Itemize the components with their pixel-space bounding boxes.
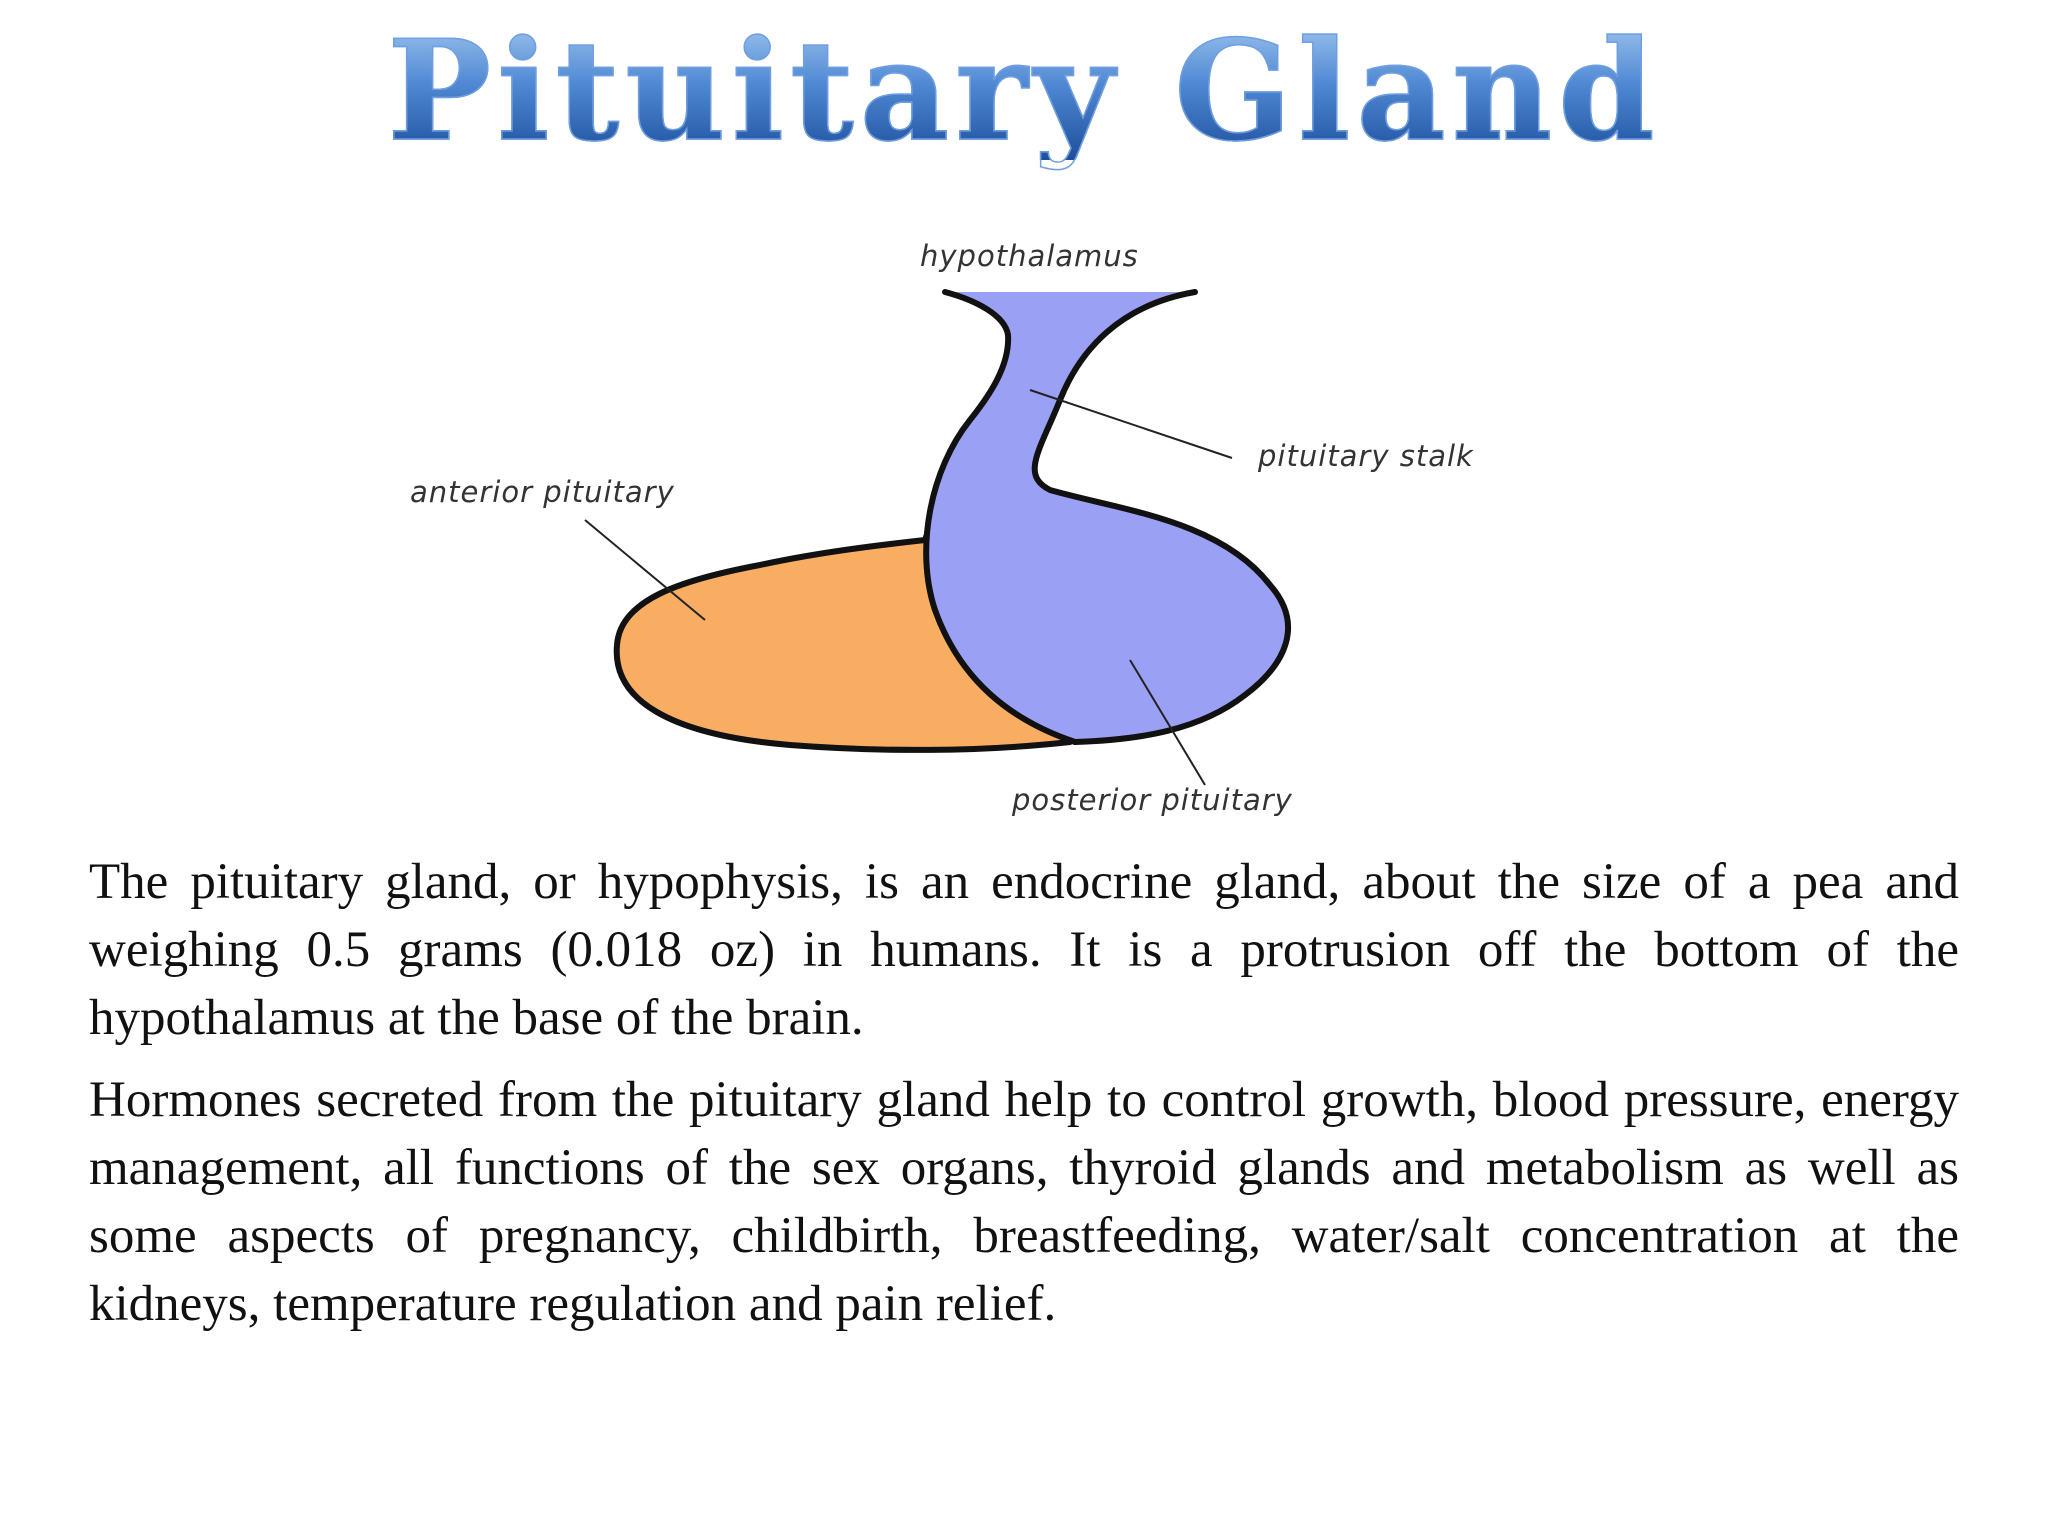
anterior-pituitary-label: anterior pituitary xyxy=(410,475,675,509)
stalk-leader-line xyxy=(1029,389,1233,459)
paragraph-intro: The pituitary gland, or hypophysis, is a… xyxy=(89,854,1959,1046)
paragraph-hormones: Hormones secreted from the pituitary gla… xyxy=(89,1072,1959,1332)
posterior-right-outline xyxy=(1031,289,1291,745)
posterior-leader-line xyxy=(1129,659,1206,786)
posterior-pituitary-label: posterior pituitary xyxy=(1011,783,1293,817)
anterior-leader-line xyxy=(584,519,706,621)
hypothalamus-label: hypothalamus xyxy=(920,239,1139,273)
posterior-left-outline xyxy=(923,289,1078,745)
page-title: Pituitary Gland xyxy=(0,21,2048,161)
pituitary-stalk-label: pituitary stalk xyxy=(1257,439,1474,473)
description: The pituitary gland, or hypophysis, is a… xyxy=(89,848,1959,1352)
pituitary-diagram: hypothalamus pituitary stalk anterior pi… xyxy=(410,239,1474,817)
posterior-pituitary-shape xyxy=(926,292,1289,742)
